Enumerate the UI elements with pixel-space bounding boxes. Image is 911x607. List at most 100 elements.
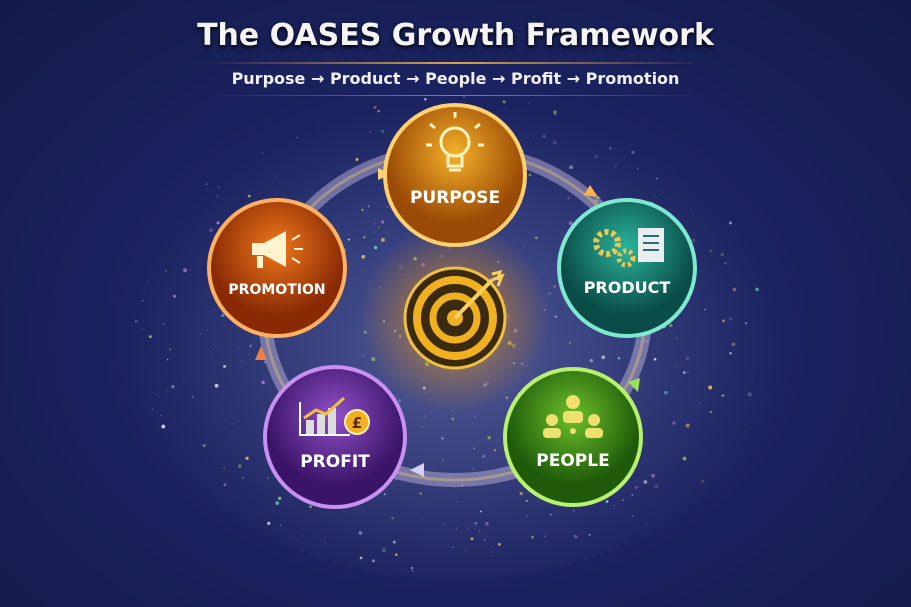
sparkle (213, 308, 215, 310)
sparkle (682, 371, 686, 374)
sparkle (261, 380, 265, 385)
sparkle (421, 425, 423, 428)
lightbulb-icon (426, 112, 484, 172)
sparkle (137, 320, 138, 322)
sparkle (362, 355, 365, 357)
sparkle (147, 280, 149, 282)
people-network-icon (543, 395, 603, 438)
sparkle (553, 110, 557, 115)
node-purpose: PURPOSE (383, 103, 527, 247)
sparkle (380, 237, 385, 242)
sparkle (722, 394, 725, 397)
sparkle (597, 196, 600, 199)
title-divider (205, 62, 705, 64)
sparkle (209, 228, 214, 233)
sparkle (613, 505, 615, 507)
sparkle (497, 542, 501, 546)
sparkle (478, 530, 481, 532)
sparkle (202, 444, 206, 448)
sparkle (685, 423, 690, 428)
sparkle (394, 478, 398, 481)
sparkle (548, 229, 550, 231)
sparkle (223, 364, 227, 368)
sparkle (441, 436, 444, 440)
sparkle (713, 322, 715, 324)
sparkle (141, 299, 144, 302)
sparkle (744, 322, 748, 325)
sparkle (502, 100, 506, 104)
sparkle (493, 449, 497, 452)
sparkle (210, 354, 212, 356)
sparkle (708, 385, 713, 390)
sparkle (263, 360, 267, 363)
node-product: PRODUCT (557, 198, 697, 338)
sparkle (141, 328, 143, 331)
arrow-icon (255, 346, 267, 360)
sparkle (173, 294, 177, 298)
sparkle (221, 313, 225, 318)
sparkle (631, 150, 635, 154)
sparkle (544, 535, 547, 537)
sparkle (474, 415, 477, 418)
sparkle (442, 458, 444, 461)
sparkle (183, 268, 188, 273)
sparkle (588, 533, 591, 536)
sparkle (728, 316, 733, 321)
node-label: PURPOSE (410, 188, 500, 208)
sparkle (553, 285, 556, 288)
subtitle: Purpose → Product → People → Profit → Pr… (231, 69, 680, 88)
sparkle (526, 515, 528, 517)
sparkle (704, 308, 706, 311)
sparkle (466, 527, 469, 530)
node-label: PEOPLE (536, 451, 609, 471)
sparkle (525, 499, 528, 502)
sparkle (205, 182, 208, 186)
sparkle (643, 480, 648, 484)
sparkle (542, 134, 546, 138)
sparkle (443, 523, 446, 525)
sparkle (359, 556, 363, 560)
sparkle (609, 147, 612, 150)
sparkle (568, 221, 573, 226)
sparkle (519, 491, 523, 496)
sparkle (472, 468, 475, 470)
sparkle (549, 513, 552, 516)
sparkle (568, 342, 571, 344)
sparkle (347, 238, 350, 241)
sparkle (214, 383, 219, 388)
sparkle (528, 173, 532, 177)
node-label: PRODUCT (584, 278, 671, 297)
sparkle (461, 484, 464, 487)
sparkle (231, 423, 233, 425)
sparkle (238, 347, 240, 349)
sparkle (594, 155, 598, 159)
sparkle (273, 177, 276, 179)
sparkle (279, 524, 281, 526)
sparkle (238, 400, 240, 402)
sparkle (355, 158, 359, 162)
sparkle (163, 323, 165, 325)
sparkle (605, 500, 609, 504)
arrow-icon (584, 185, 598, 197)
sparkle (324, 542, 326, 544)
sparkle (569, 165, 573, 170)
sparkle (382, 548, 386, 553)
sparkle (521, 138, 524, 141)
sparkle (238, 464, 242, 468)
sparkle (675, 364, 678, 367)
sparkle (632, 515, 634, 517)
sparkle (361, 254, 366, 259)
sparkle (747, 392, 752, 397)
sparkle (691, 238, 696, 243)
sparkle (277, 496, 282, 501)
sparkle (424, 98, 427, 101)
sparkle (216, 195, 218, 197)
sparkle (242, 476, 245, 479)
sparkle (601, 355, 606, 360)
sparkle (479, 510, 482, 513)
sparkle (313, 538, 315, 540)
sparkle (262, 152, 264, 154)
sparkle (395, 553, 398, 556)
sparkle (462, 95, 466, 99)
